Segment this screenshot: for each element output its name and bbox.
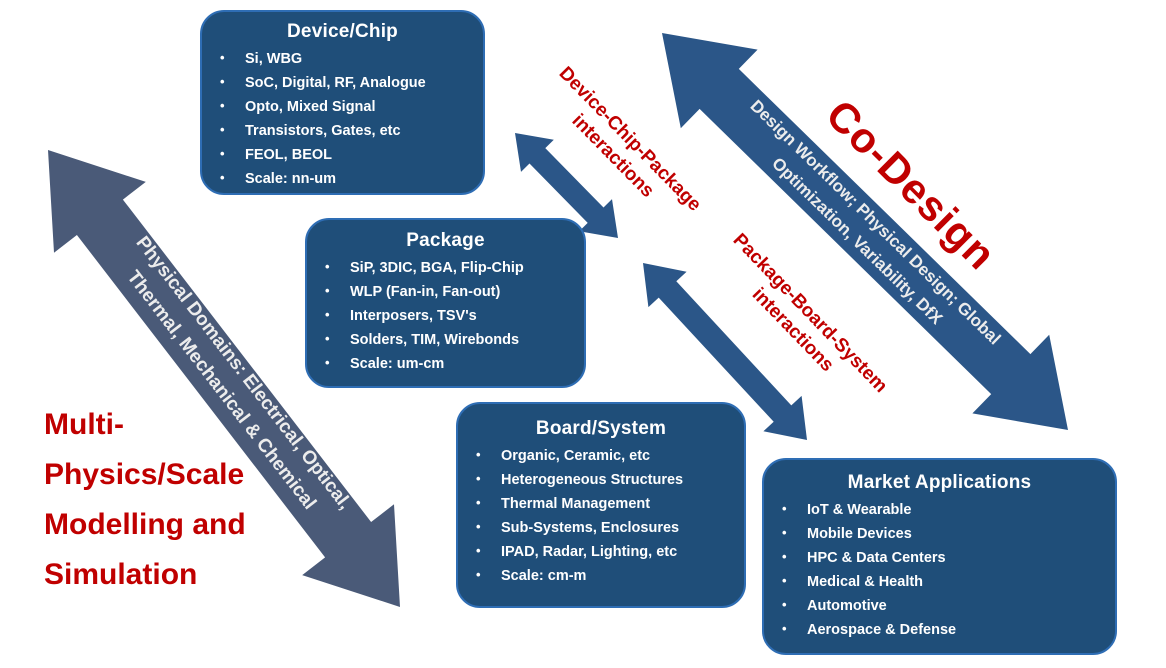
list-item: SoC, Digital, RF, Analogue (218, 70, 477, 95)
package-box: Package SiP, 3DIC, BGA, Flip-ChipWLP (Fa… (305, 218, 586, 388)
list-item: Transistors, Gates, etc (218, 118, 477, 143)
list-item: Thermal Management (474, 491, 738, 516)
list-item: Mobile Devices (780, 521, 1109, 546)
list-item: FEOL, BEOL (218, 142, 477, 167)
multi-physics-line1: Multi- (44, 408, 124, 441)
board-system-list: Organic, Ceramic, etcHeterogeneous Struc… (458, 443, 744, 588)
market-applications-title: Market Applications (847, 472, 1032, 493)
board-system-title: Board/System (535, 418, 667, 439)
list-item: Opto, Mixed Signal (218, 94, 477, 119)
list-item: Scale: nn-um (218, 166, 477, 191)
package-title: Package (406, 230, 485, 251)
device-package-arrow (515, 133, 618, 238)
market-applications-box: Market Applications IoT & WearableMobile… (762, 458, 1117, 655)
list-item: Sub-Systems, Enclosures (474, 515, 738, 540)
multi-physics-arrow (48, 150, 400, 607)
list-item: IPAD, Radar, Lighting, etc (474, 539, 738, 564)
list-item: Organic, Ceramic, etc (474, 443, 738, 468)
multi-physics-line3: Modelling and (44, 508, 246, 541)
list-item: Heterogeneous Structures (474, 467, 738, 492)
list-item: SiP, 3DIC, BGA, Flip-Chip (323, 255, 578, 280)
list-item: IoT & Wearable (780, 497, 1109, 522)
list-item: Medical & Health (780, 569, 1109, 594)
list-item: Interposers, TSV's (323, 303, 578, 328)
package-market-arrow (643, 263, 807, 440)
list-item: HPC & Data Centers (780, 545, 1109, 570)
board-system-box: Board/System Organic, Ceramic, etcHetero… (456, 402, 746, 608)
market-applications-list: IoT & WearableMobile DevicesHPC & Data C… (764, 497, 1115, 642)
device-chip-list: Si, WBGSoC, Digital, RF, AnalogueOpto, M… (202, 46, 483, 191)
list-item: Solders, TIM, Wirebonds (323, 327, 578, 352)
list-item: Automotive (780, 593, 1109, 618)
package-list: SiP, 3DIC, BGA, Flip-ChipWLP (Fan-in, Fa… (307, 255, 584, 376)
multi-physics-label: Multi- Physics/Scale Modelling and Simul… (44, 400, 246, 600)
multi-physics-line2: Physics/Scale (44, 458, 245, 491)
multi-physics-line4: Simulation (44, 558, 198, 591)
list-item: Scale: um-cm (323, 351, 578, 376)
list-item: Scale: cm-m (474, 563, 738, 588)
device-chip-title: Device/Chip (287, 21, 398, 42)
co-design-arrow (662, 33, 1068, 430)
list-item: Si, WBG (218, 46, 477, 71)
list-item: WLP (Fan-in, Fan-out) (323, 279, 578, 304)
device-chip-box: Device/Chip Si, WBGSoC, Digital, RF, Ana… (200, 10, 485, 195)
list-item: Aerospace & Defense (780, 617, 1109, 642)
